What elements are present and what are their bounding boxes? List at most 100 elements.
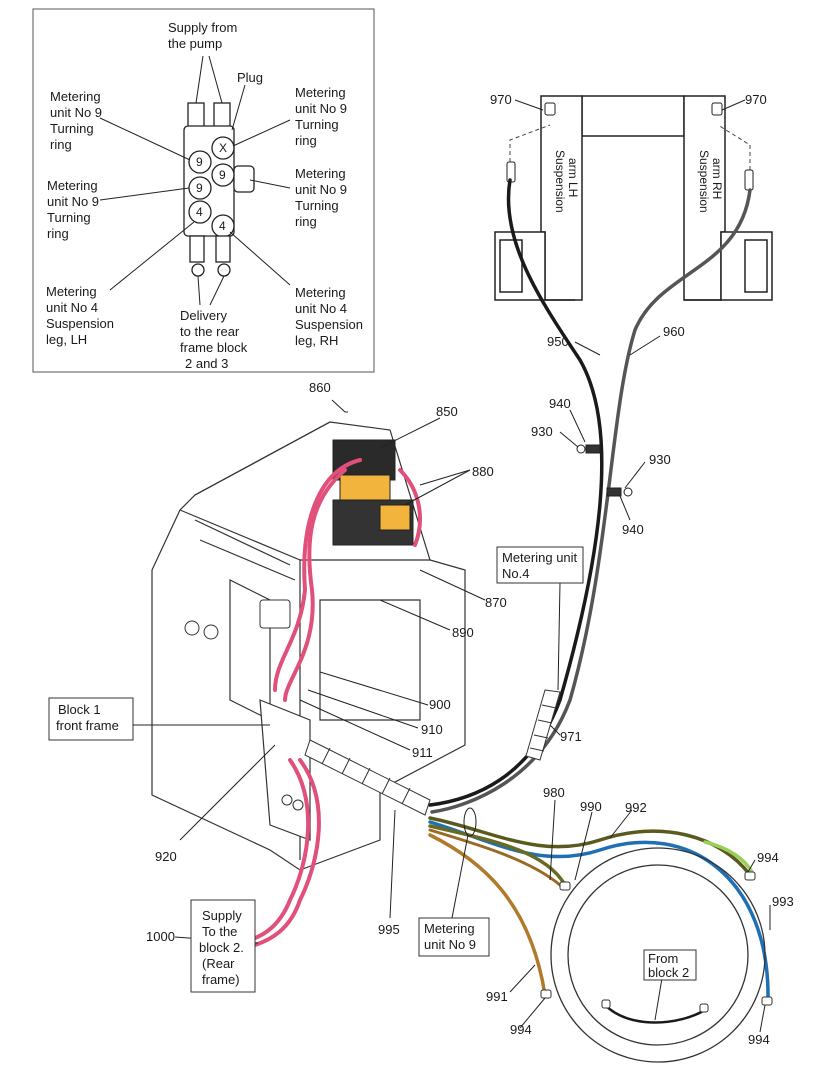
callout-994-c: 994 <box>748 1032 770 1047</box>
box-from-block2: From block 2 <box>643 949 697 981</box>
box-supply-block2: Supply To the block 2. (Rear frame) <box>190 899 256 993</box>
spiral-guard-995 <box>304 739 431 816</box>
callout-910: 910 <box>421 722 443 737</box>
svg-text:Supply: Supply <box>202 908 242 923</box>
box-block1: Block 1 front frame <box>48 697 134 741</box>
arm-lh-label-2: arm LH <box>566 158 580 197</box>
callout-991: 991 <box>486 989 508 1004</box>
callout-930-b: 930 <box>649 452 671 467</box>
svg-text:frame): frame) <box>202 972 240 987</box>
svg-text:Block 1: Block 1 <box>58 702 101 717</box>
svg-text:front frame: front frame <box>56 718 119 733</box>
hose-red-1 <box>273 458 362 692</box>
slewing-ring <box>550 847 766 1063</box>
hose-960 <box>430 188 752 814</box>
box-metering-unit-4: Metering unit No.4 <box>496 546 584 584</box>
svg-text:ring: ring <box>295 214 317 229</box>
supply-label-2: the pump <box>168 36 222 51</box>
label-delivery: Delivery to the rear frame block 2 and 3 <box>180 308 248 371</box>
svg-text:Metering: Metering <box>50 89 101 104</box>
port-mark-4: 9 <box>219 168 226 182</box>
callout-995: 995 <box>378 922 400 937</box>
callout-970-left: 970 <box>490 92 512 107</box>
svg-text:Suspension: Suspension <box>46 316 114 331</box>
label-mu9-left-b: Metering unit No 9 Turning ring <box>47 178 99 241</box>
port-mark-2: X <box>219 141 227 155</box>
arm-rh-label-2: arm RH <box>710 158 724 199</box>
label-mu9-right-b: Metering unit No 9 Turning ring <box>295 166 347 229</box>
callout-930-a: 930 <box>531 424 553 439</box>
distributor-block <box>183 102 255 277</box>
spiral-guard-971 <box>525 689 561 761</box>
callout-900: 900 <box>429 697 451 712</box>
svg-text:to the rear: to the rear <box>180 324 240 339</box>
hose-980 <box>428 828 562 887</box>
box-metering-unit-9: Metering unit No 9 <box>418 917 490 957</box>
label-mu4-left: Metering unit No 4 Suspension leg, LH <box>46 284 114 347</box>
callout-940-a: 940 <box>549 396 571 411</box>
hose-993 <box>428 820 770 1002</box>
svg-text:unit No 9: unit No 9 <box>50 105 102 120</box>
inset-leaders <box>99 55 291 306</box>
frame-bolts <box>184 599 304 811</box>
hose-red-2 <box>398 468 422 547</box>
inset-panel: 9 X 9 9 4 4 Supply from the pump Plug Me… <box>32 8 375 373</box>
hose-from-block2 <box>603 1003 707 1024</box>
callout-1000: 1000 <box>146 929 175 944</box>
label-mu9-right-a: Metering unit No 9 Turning ring <box>295 85 347 148</box>
svg-text:Metering: Metering <box>46 284 97 299</box>
svg-text:frame block: frame block <box>180 340 248 355</box>
svg-text:Turning: Turning <box>47 210 91 225</box>
svg-text:Turning: Turning <box>295 117 339 132</box>
label-mu9-left-a: Metering unit No 9 Turning ring <box>50 89 102 152</box>
svg-text:Metering: Metering <box>295 285 346 300</box>
supply-label-1: Supply from <box>168 20 237 35</box>
callout-992: 992 <box>625 800 647 815</box>
svg-text:(Rear: (Rear <box>202 956 235 971</box>
callout-870: 870 <box>485 595 507 610</box>
hoses <box>248 178 770 1024</box>
callout-920: 920 <box>155 849 177 864</box>
svg-text:Turning: Turning <box>50 121 94 136</box>
svg-text:Turning: Turning <box>295 198 339 213</box>
callout-980: 980 <box>543 785 565 800</box>
hose-990 <box>428 824 567 887</box>
arm-dashed-links <box>509 124 751 170</box>
main-leaders <box>130 99 771 1033</box>
callout-940-b: 940 <box>622 522 644 537</box>
arm-fittings <box>506 102 754 191</box>
svg-text:Metering: Metering <box>424 921 475 936</box>
hose-clamps <box>576 444 633 497</box>
svg-text:From: From <box>648 951 678 966</box>
arm-rh-label-1: Suspension <box>697 150 711 213</box>
hose-950 <box>428 178 604 807</box>
callout-993: 993 <box>772 894 794 909</box>
svg-text:ring: ring <box>47 226 69 241</box>
svg-text:To the: To the <box>202 924 237 939</box>
port-mark-1: 9 <box>196 155 203 169</box>
svg-text:block 2.: block 2. <box>199 940 244 955</box>
callout-880: 880 <box>472 464 494 479</box>
svg-text:block 2: block 2 <box>648 965 689 980</box>
svg-text:Delivery: Delivery <box>180 308 227 323</box>
plug-label: Plug <box>237 70 263 85</box>
svg-text:unit No 4: unit No 4 <box>46 300 98 315</box>
svg-text:leg, LH: leg, LH <box>46 332 87 347</box>
suspension-arm <box>494 95 773 301</box>
hose-1000 <box>253 758 321 947</box>
port-mark-5: 4 <box>196 205 203 219</box>
callout-994-b: 994 <box>510 1022 532 1037</box>
callout-990: 990 <box>580 799 602 814</box>
svg-text:unit No 9: unit No 9 <box>295 101 347 116</box>
hose-991 <box>428 833 547 997</box>
callout-960: 960 <box>663 324 685 339</box>
svg-text:Metering: Metering <box>295 166 346 181</box>
svg-text:Metering: Metering <box>47 178 98 193</box>
svg-text:2 and 3: 2 and 3 <box>185 356 228 371</box>
svg-text:unit No 9: unit No 9 <box>47 194 99 209</box>
svg-text:ring: ring <box>295 133 317 148</box>
hose-1000b <box>248 758 311 942</box>
callout-911: 911 <box>412 745 433 760</box>
